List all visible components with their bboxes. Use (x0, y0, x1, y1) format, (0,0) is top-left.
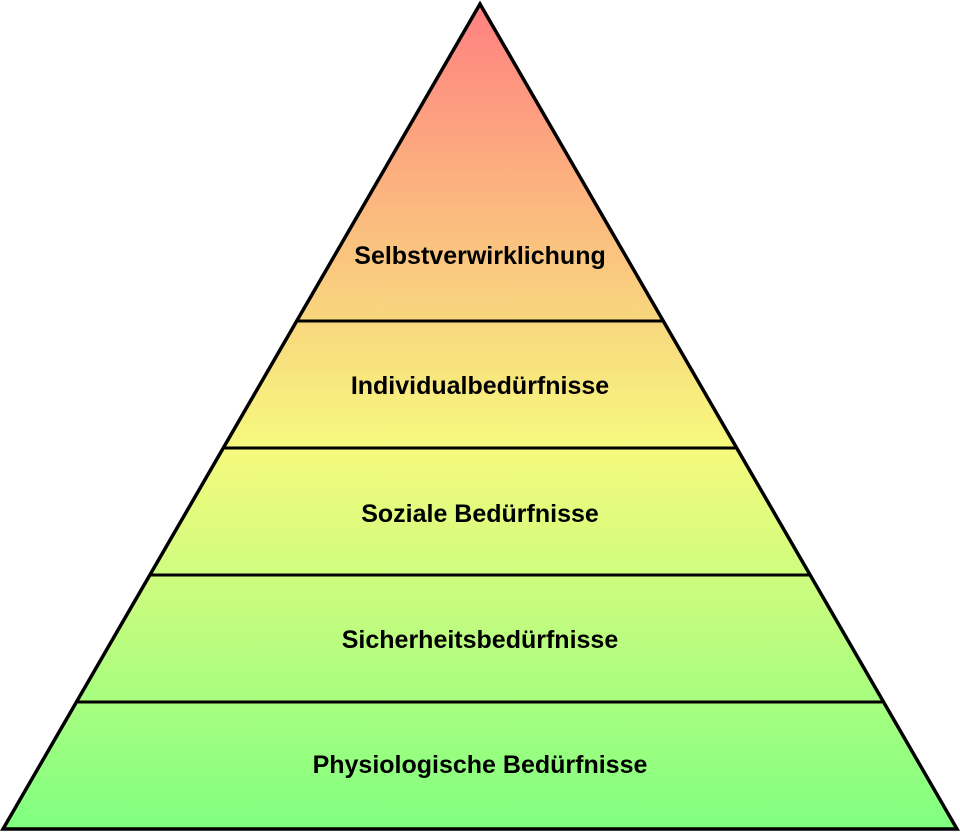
level-label-physiological: Physiologische Bedürfnisse (313, 751, 648, 779)
level-label-safety: Sicherheitsbedürfnisse (342, 626, 619, 654)
level-label-social: Soziale Bedürfnisse (361, 500, 599, 528)
level-label-esteem: Individualbedürfnisse (351, 372, 609, 400)
level-label-self-actualization: Selbstverwirklichung (354, 242, 605, 270)
